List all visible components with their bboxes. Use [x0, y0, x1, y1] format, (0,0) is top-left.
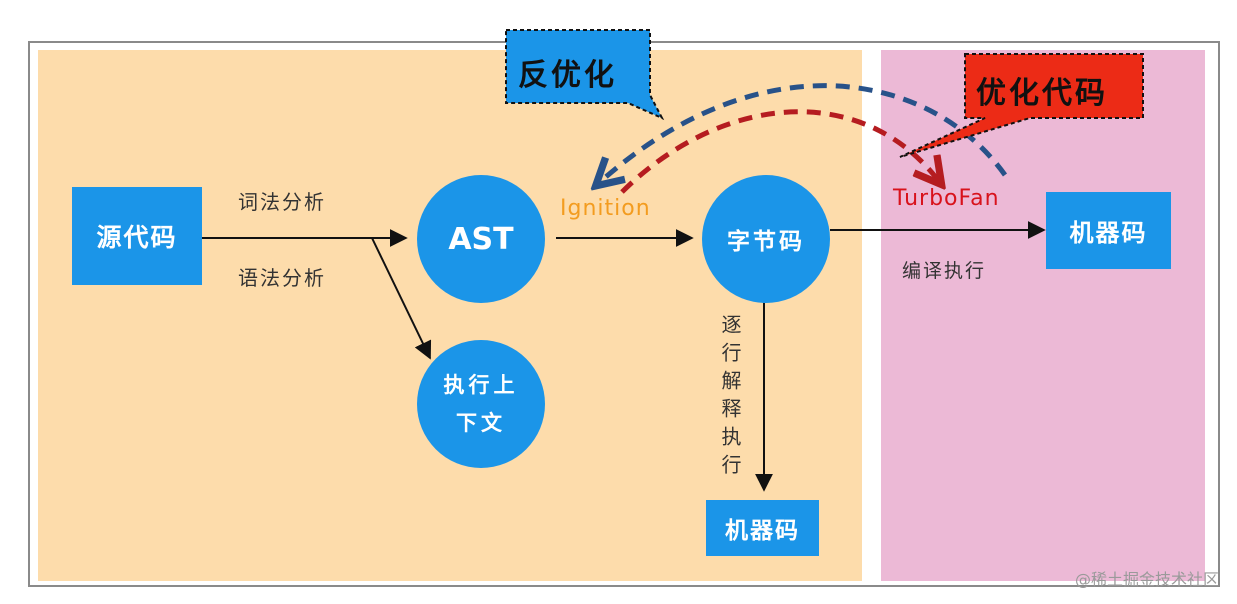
- bytecode-node: 字节码: [702, 175, 830, 303]
- deopt-callout-label: 反优化: [518, 58, 617, 93]
- syntax-analysis-label: 语法分析: [238, 266, 326, 290]
- turbofan-label: TurboFan: [893, 186, 1000, 211]
- arrow-to-execution-context: [371, 237, 432, 360]
- opt-arrow: [620, 109, 938, 194]
- machine-code-compiled-node: 机器码: [1046, 192, 1171, 269]
- ignition-label: Ignition: [560, 196, 651, 221]
- execution-context-label: 执行上下文: [443, 373, 519, 435]
- watermark: @稀土掘金技术社区: [1074, 570, 1219, 589]
- deopt-arrow: [600, 83, 1008, 182]
- interpret-label: 逐行解释执行: [718, 314, 742, 482]
- compiler-region: [881, 50, 1205, 581]
- compile-execute-label: 编译执行: [902, 260, 987, 282]
- opt-callout-label: 优化代码: [976, 76, 1108, 111]
- opt-callout-bubble: [899, 53, 1144, 158]
- machine-code-interpreted-node: 机器码: [706, 500, 819, 556]
- ast-node: AST: [417, 175, 545, 303]
- deopt-callout-bubble: [505, 29, 665, 121]
- execution-context-node: 执行上下文: [417, 340, 545, 468]
- source-code-node: 源代码: [72, 187, 202, 285]
- interpreter-region: [38, 50, 862, 581]
- lexical-analysis-label: 词法分析: [238, 190, 326, 214]
